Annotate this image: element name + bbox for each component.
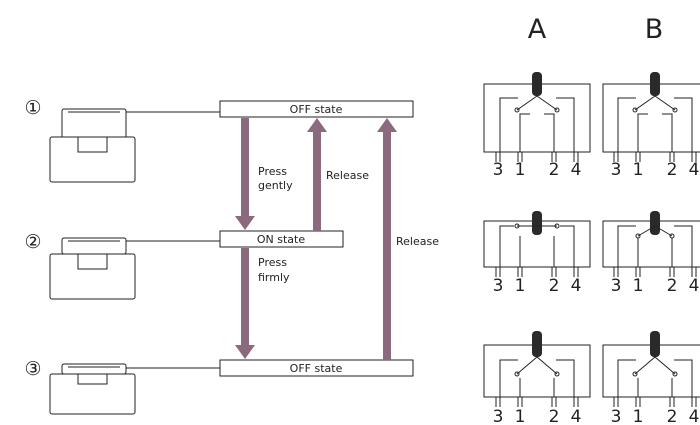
pin-label: 1 <box>633 160 644 180</box>
state-label-off-2: OFF state <box>290 362 343 375</box>
label-release-2: Release <box>396 235 439 248</box>
pin-labels-row3-a: 3 1 2 4 <box>493 407 582 425</box>
pin-label: 4 <box>571 160 582 180</box>
pin-label: 4 <box>571 276 582 296</box>
label-release-1: Release <box>326 169 369 182</box>
row-marker-1: ① <box>24 97 41 119</box>
arrow-press-firmly <box>235 248 255 359</box>
arrow-release-2 <box>377 118 397 360</box>
pin-label: 2 <box>549 160 560 180</box>
pin-label: 3 <box>611 276 622 296</box>
state-box-on: ON state <box>219 230 344 248</box>
label-press-gently-1: Press <box>258 165 287 178</box>
label-press-firmly-1: Press <box>258 256 287 269</box>
pin-label: 1 <box>515 160 526 180</box>
pin-label: 2 <box>667 160 678 180</box>
pin-labels-row1-a: 3 1 2 4 <box>493 160 582 180</box>
state-label-off-1: OFF state <box>290 103 343 116</box>
schematic-row3-col-a <box>483 331 591 407</box>
pin-label: 3 <box>611 407 622 425</box>
pin-label: 1 <box>633 276 644 296</box>
pin-label: 4 <box>689 160 700 180</box>
pin-labels-row2-b: 3 1 2 4 <box>611 276 700 296</box>
schematic-row3-col-b <box>602 331 700 407</box>
pin-labels-row3-b: 3 1 2 4 <box>611 407 700 425</box>
schematic-row1-col-b <box>602 72 700 162</box>
label-press-firmly-2: firmly <box>258 271 290 284</box>
pin-label: 1 <box>515 276 526 296</box>
pin-label: 2 <box>667 276 678 296</box>
row-marker-2: ② <box>24 231 41 253</box>
button-half-pressed-illustration <box>49 237 220 300</box>
state-label-on: ON state <box>257 233 305 246</box>
pin-label: 4 <box>571 407 582 425</box>
state-box-off-1: OFF state <box>219 100 414 118</box>
pin-label: 2 <box>549 276 560 296</box>
arrow-press-gently <box>235 118 255 230</box>
label-press-gently-2: gently <box>258 179 293 192</box>
pin-label: 1 <box>633 407 644 425</box>
state-box-off-2: OFF state <box>219 359 414 377</box>
pin-label: 2 <box>667 407 678 425</box>
pin-label: 3 <box>493 160 504 180</box>
row-marker-3: ③ <box>24 358 41 380</box>
pin-labels-row2-a: 3 1 2 4 <box>493 276 582 296</box>
pin-label: 4 <box>689 276 700 296</box>
button-released-illustration <box>49 108 220 183</box>
button-fully-pressed-illustration <box>49 363 220 415</box>
arrow-release-1 <box>307 118 327 231</box>
schematic-row2-col-b <box>602 211 700 277</box>
column-header-b: B <box>645 14 664 45</box>
pin-labels-row1-b: 3 1 2 4 <box>611 160 700 180</box>
pin-label: 2 <box>549 407 560 425</box>
pin-label: 4 <box>689 407 700 425</box>
pin-label: 3 <box>493 407 504 425</box>
pin-label: 3 <box>611 160 622 180</box>
schematic-row1-col-a <box>483 72 591 162</box>
pin-label: 3 <box>493 276 504 296</box>
pin-label: 1 <box>515 407 526 425</box>
column-header-a: A <box>528 14 547 45</box>
schematic-row2-col-a <box>483 211 591 277</box>
